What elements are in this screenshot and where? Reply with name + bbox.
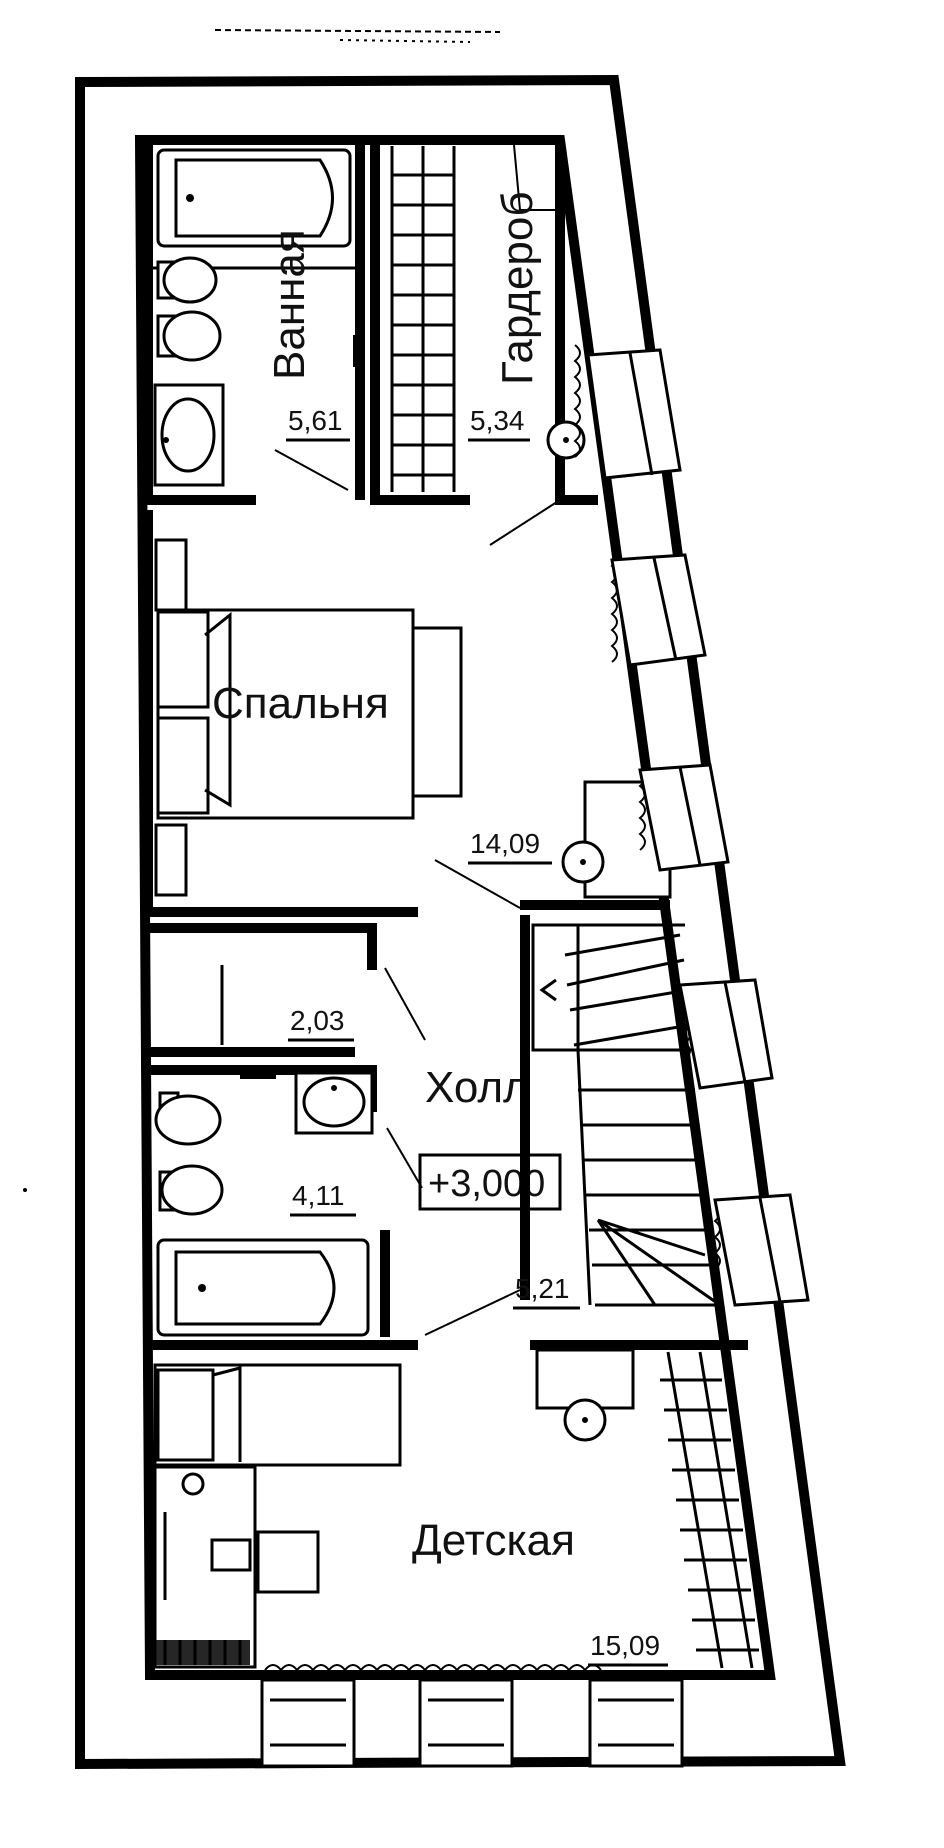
level-mark-box bbox=[418, 1153, 562, 1211]
hall: Холл +3,000 bbox=[386, 1063, 562, 1211]
window-bottom-3 bbox=[588, 1678, 684, 1768]
sink-upper bbox=[153, 383, 225, 487]
dormer-windows bbox=[586, 348, 810, 1307]
kids-nightstand bbox=[535, 1348, 635, 1410]
bidet-lower-icon bbox=[160, 1164, 224, 1216]
room-label-bedroom: Спальня bbox=[212, 679, 389, 728]
window-bottom-2 bbox=[418, 1678, 514, 1768]
bidet-icon bbox=[162, 256, 218, 304]
area-kids-room: 15,09 bbox=[590, 1630, 660, 1661]
bedroom: Спальня 14,09 bbox=[143, 510, 672, 917]
wardrobe: Гардероб 5,34 bbox=[370, 140, 598, 546]
desk-chair bbox=[256, 1530, 320, 1594]
bottom-windows bbox=[260, 1678, 684, 1768]
storage: 2,03 bbox=[148, 923, 426, 1057]
room-label-hall: Холл bbox=[425, 1063, 529, 1112]
nightstand-top bbox=[154, 538, 188, 612]
room-label-wardrobe: Гардероб bbox=[493, 191, 542, 385]
outer-wall bbox=[75, 74, 846, 1770]
nightstand-bottom bbox=[154, 823, 188, 897]
scan-dot bbox=[23, 1188, 27, 1192]
area-bathroom-upper: 5,61 bbox=[288, 405, 343, 436]
window-2 bbox=[610, 553, 707, 667]
window-bottom-1 bbox=[260, 1678, 356, 1768]
bathroom-lower: 4,11 bbox=[148, 1065, 390, 1337]
toilet-icon bbox=[162, 310, 222, 362]
window-3 bbox=[638, 763, 730, 872]
area-bedroom: 14,09 bbox=[470, 828, 540, 859]
staircase: 5,21 bbox=[424, 915, 721, 1336]
stairs-icon bbox=[560, 923, 721, 1307]
window-4 bbox=[678, 978, 774, 1090]
kids-room: Детская 15,09 bbox=[148, 1340, 759, 1672]
scan-noise bbox=[214, 29, 501, 43]
area-bathroom-lower: 4,11 bbox=[292, 1180, 344, 1211]
area-wardrobe: 5,34 bbox=[470, 405, 525, 436]
room-label-bathroom-upper: Ванная bbox=[265, 229, 314, 380]
computer-icon bbox=[210, 1538, 252, 1572]
bathtub-upper bbox=[156, 148, 352, 248]
window-5 bbox=[713, 1193, 810, 1307]
sink-lower bbox=[294, 1071, 374, 1135]
inner-wall bbox=[134, 135, 776, 1680]
area-stair-zone: 5,21 bbox=[515, 1273, 570, 1304]
bathroom-upper: Ванная 5,61 bbox=[143, 140, 365, 505]
bench bbox=[411, 626, 463, 798]
window-1 bbox=[586, 348, 682, 480]
area-storage: 2,03 bbox=[290, 1005, 345, 1036]
room-label-kids-room: Детская bbox=[412, 1516, 575, 1565]
bathtub-lower bbox=[156, 1238, 370, 1337]
kids-wardrobe-rack-icon bbox=[660, 1351, 759, 1669]
toilet-lower-icon bbox=[154, 1094, 222, 1146]
clothes-rack-icon bbox=[392, 173, 454, 477]
